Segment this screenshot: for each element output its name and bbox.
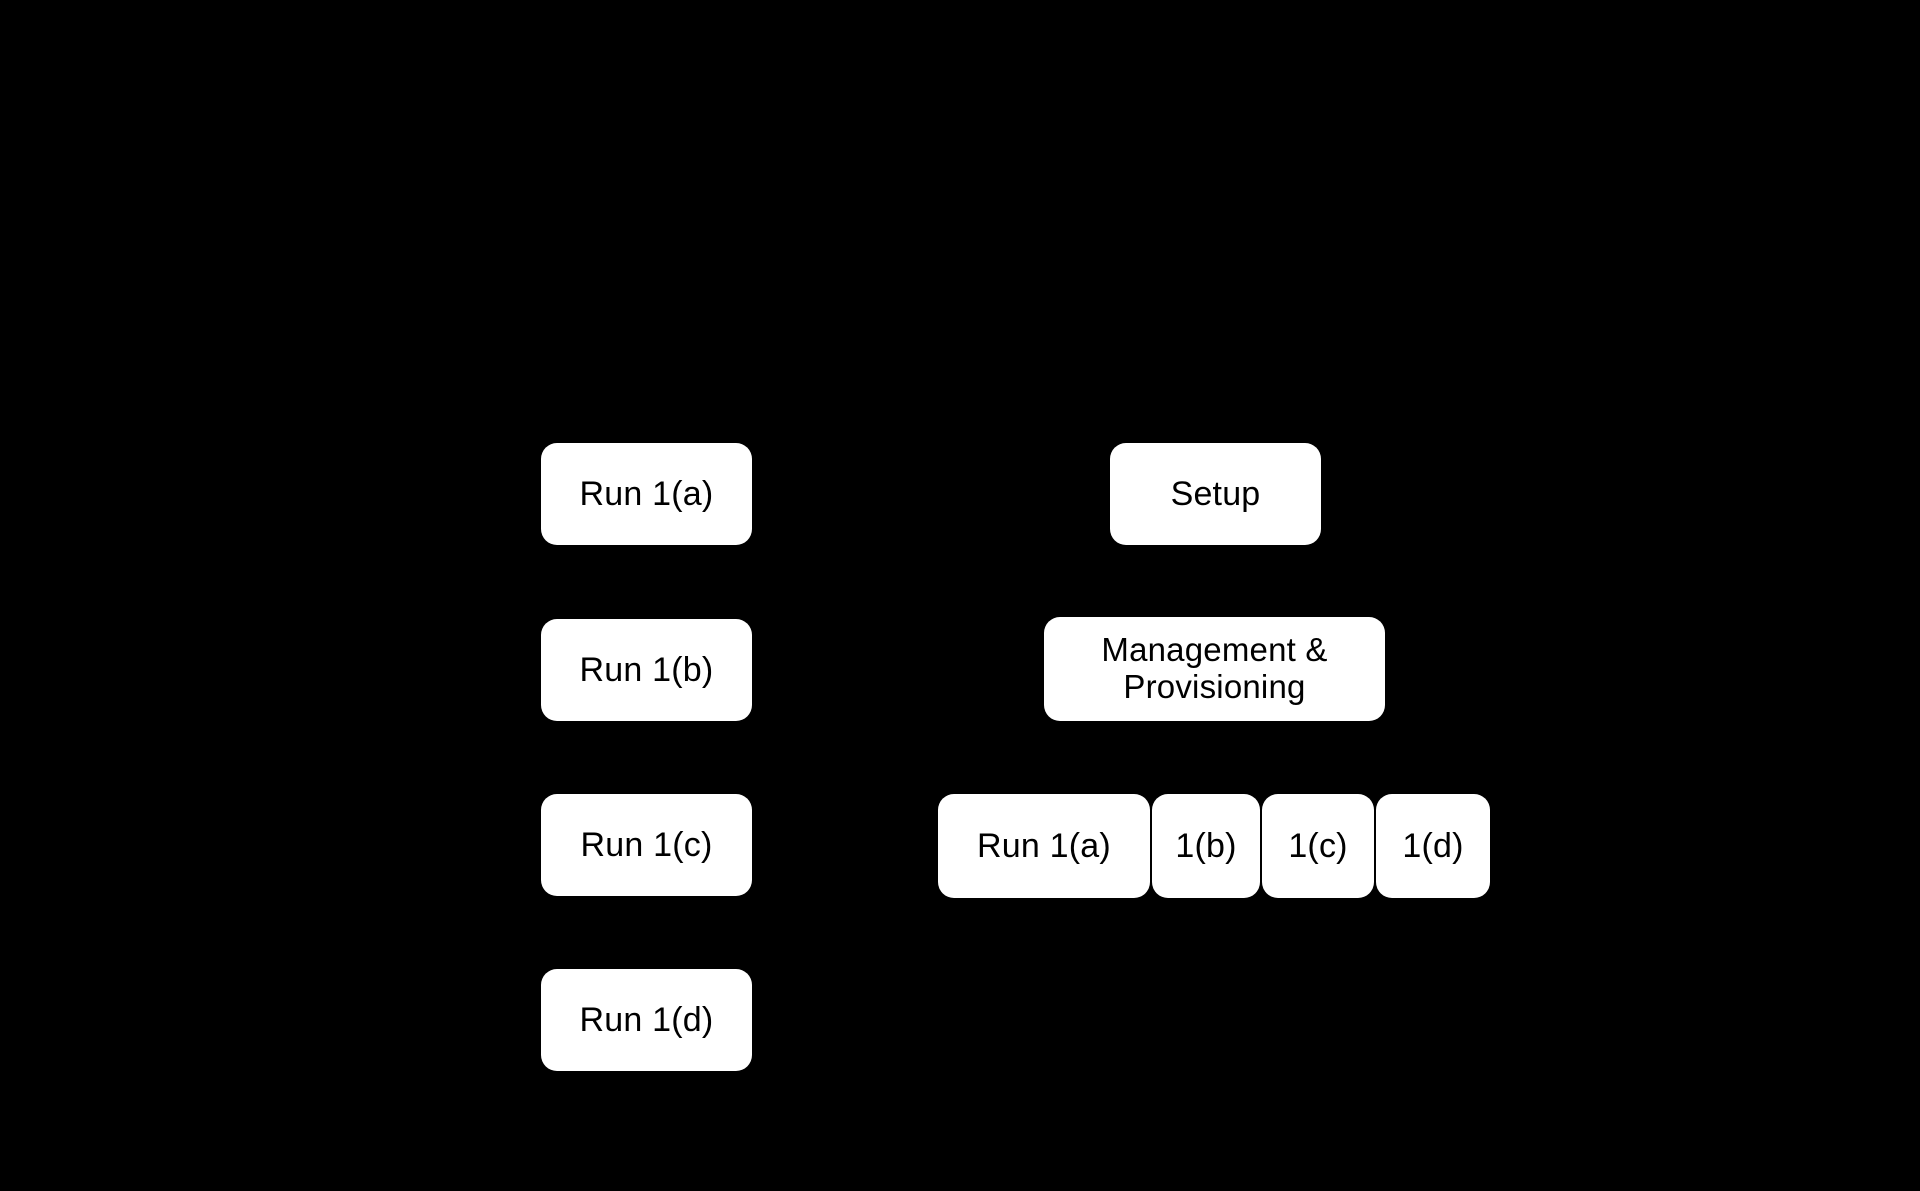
parallel-run-box-1b[interactable]: 1(b) [1152, 794, 1260, 898]
parallel-run-box-1d[interactable]: 1(d) [1376, 794, 1490, 898]
management-provisioning-box[interactable]: Management & Provisioning [1044, 617, 1385, 721]
parallel-run-label-1d: 1(d) [1402, 826, 1464, 865]
parallel-run-box-1c[interactable]: 1(c) [1262, 794, 1374, 898]
serial-run-box-1a[interactable]: Run 1(a) [541, 443, 752, 545]
serial-run-label-1c: Run 1(c) [580, 825, 713, 864]
serial-run-box-1d[interactable]: Run 1(d) [541, 969, 752, 1071]
setup-box[interactable]: Setup [1110, 443, 1321, 545]
parallel-run-label-1c: 1(c) [1288, 826, 1348, 865]
serial-run-label-1b: Run 1(b) [579, 650, 714, 689]
parallel-run-label-1b: 1(b) [1175, 826, 1237, 865]
setup-label: Setup [1170, 474, 1261, 513]
parallel-run-label-1a: Run 1(a) [977, 826, 1111, 865]
parallel-run-box-1a[interactable]: Run 1(a) [938, 794, 1150, 898]
serial-run-label-1d: Run 1(d) [579, 1000, 714, 1039]
serial-run-box-1b[interactable]: Run 1(b) [541, 619, 752, 721]
management-provisioning-label: Management & Provisioning [1101, 631, 1328, 705]
serial-run-box-1c[interactable]: Run 1(c) [541, 794, 752, 896]
serial-run-label-1a: Run 1(a) [579, 474, 714, 513]
